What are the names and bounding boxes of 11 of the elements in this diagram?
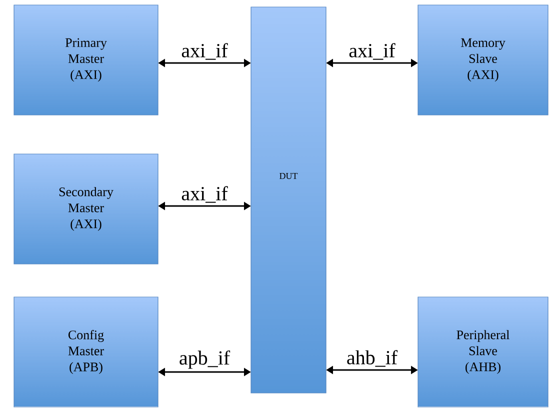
slave-box: Peripheral Slave (AHB) <box>418 296 548 408</box>
edge-label: axi_if <box>182 43 228 60</box>
edge-label: apb_if <box>180 350 230 369</box>
master-box: Secondary Master (AXI) <box>14 154 158 264</box>
slave-box: Memory Slave (AXI) <box>418 4 548 116</box>
edge-label: ahb_if <box>347 350 398 367</box>
master-box: Config Master (APB) <box>14 296 158 408</box>
master-box: Primary Master (AXI) <box>14 4 158 116</box>
edge-label: axi_if <box>182 186 228 203</box>
edge-label: axi_if <box>349 43 396 60</box>
dut-block: DUT <box>250 6 326 394</box>
